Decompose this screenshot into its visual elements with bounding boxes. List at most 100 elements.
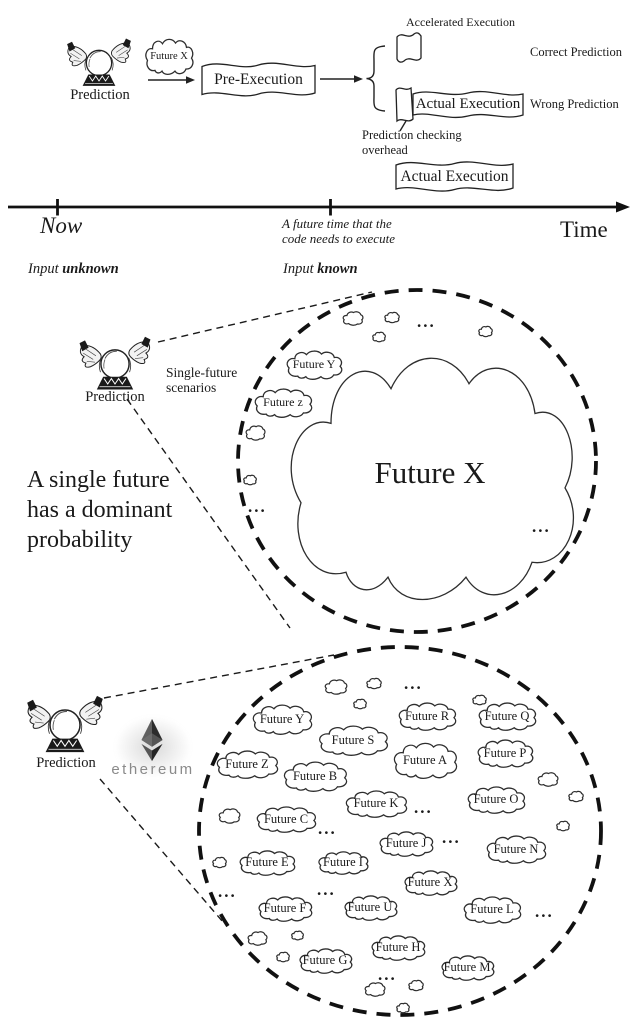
cloud-puff-icon [247, 930, 268, 947]
cloud-label: Future Y [292, 356, 336, 371]
pre-execution-label: Pre-Execution [214, 70, 303, 88]
input-known-label: Input known [283, 261, 358, 278]
actual-execution-label: Actual Execution [415, 95, 521, 112]
timeline-axis [8, 199, 630, 216]
cloud-label: Future P [483, 745, 527, 760]
cloud-label: Future Y [259, 711, 305, 726]
prediction-label: Prediction [70, 86, 130, 103]
future-cloud: Future G [298, 948, 353, 974]
accelerated-execution-strip [396, 32, 422, 63]
ellipsis-dots: ... [414, 798, 433, 817]
cloud-label: Future C [263, 811, 309, 826]
future-cloud: Future X [280, 349, 580, 597]
future-cloud: Future S [317, 725, 389, 756]
arrowhead-icon [354, 75, 363, 83]
future-cloud: Future X [144, 38, 194, 75]
arrowhead-icon [616, 201, 630, 213]
ellipsis-dots: ... [318, 819, 337, 838]
ellipsis-dots: ... [218, 882, 237, 901]
pre-execution-box [201, 62, 316, 97]
future-cloud: Future E [238, 850, 296, 876]
cone-line-upper [103, 654, 335, 699]
time-label: Time [560, 217, 608, 242]
cloud-label: Future S [331, 732, 375, 747]
input-word: Input [283, 261, 314, 277]
cloud-label: Future X [407, 874, 453, 889]
prediction-checking-line2: overhead [362, 143, 408, 157]
cloud-puff-icon [477, 325, 493, 338]
cloud-puff-icon [353, 697, 367, 710]
cloud-label: Future Z [225, 756, 269, 771]
cloud-puff-icon [211, 856, 227, 869]
top-flow-art [66, 32, 524, 192]
unknown-word: unknown [62, 261, 119, 277]
crystal-ball-icon [78, 335, 152, 391]
scenarios-line2: scenarios [166, 379, 217, 395]
wrong-prediction-label: Wrong Prediction [530, 97, 619, 111]
future-cloud: Future I [317, 851, 369, 875]
accelerated-execution-label: Accelerated Execution [406, 15, 515, 29]
cloud-puff-icon [218, 807, 241, 825]
future-cloud: Future H [370, 935, 426, 961]
input-unknown-label: Input unknown [28, 261, 119, 278]
cloud-puff-icon [408, 979, 424, 992]
cloud-label: Future F [263, 900, 307, 915]
future-time-label: A future time that the code needs to exe… [282, 216, 395, 246]
future-time-line2: code needs to execute [282, 230, 395, 246]
pointer-slash [399, 120, 407, 132]
cloud-puff-icon [243, 473, 257, 486]
future-cloud: Future P [476, 739, 534, 768]
ellipsis-dots: ... [442, 828, 461, 847]
cloud-puff-icon [342, 310, 364, 327]
future-time-line1: A future time that the [282, 216, 392, 231]
cone-line-upper [157, 291, 373, 343]
cloud-puff-icon [324, 678, 348, 696]
cloud-label: Future Q [484, 708, 530, 723]
crystal-ball-icon [66, 37, 132, 87]
future-cloud: Future Q [477, 702, 537, 731]
cloud-puff-icon [471, 693, 487, 706]
future-cloud: Future N [485, 835, 547, 864]
cloud-label: Future K [353, 795, 399, 810]
prediction-checking-label: Prediction checking overhead [362, 128, 462, 158]
future-cloud: Future F [257, 896, 313, 922]
prediction-label: Prediction [36, 754, 96, 771]
single-future-scenarios-label: Single-future scenarios [166, 365, 237, 395]
now-label: Now [40, 213, 83, 238]
future-cloud: Future Y [251, 704, 313, 735]
prediction-label: Prediction [85, 388, 145, 405]
caption-line2: has a dominant [27, 497, 173, 523]
middle-figure-art [78, 288, 598, 634]
cloud-puff-icon [290, 928, 304, 940]
cloud-label: Future B [292, 768, 338, 783]
ellipsis-dots: ... [532, 517, 551, 536]
future-cloud: Future U [343, 895, 398, 921]
ellipsis-dots: ... [378, 965, 397, 984]
single-future-circle [236, 288, 598, 634]
future-cloud: Future M [440, 955, 495, 981]
cloud-label: Future L [470, 901, 514, 916]
multi-future-circle [197, 645, 603, 1017]
cloud-puff-icon [396, 1001, 410, 1014]
branch-brace [366, 45, 386, 112]
cloud-label: Future E [245, 854, 289, 869]
caption-single-future: A single future has a dominant probabili… [27, 465, 172, 555]
actual-execution-box-2 [395, 161, 514, 192]
cloud-puff-icon [245, 424, 266, 442]
ethereum-logo-icon [141, 718, 163, 762]
prediction-check-strip [395, 86, 414, 123]
future-cloud: Future z [253, 388, 313, 418]
correct-prediction-label: Correct Prediction [530, 45, 622, 59]
future-cloud: Future L [462, 896, 522, 924]
ellipsis-dots: ... [317, 880, 336, 899]
future-cloud: Future R [397, 702, 457, 731]
caption-line1: A single future [27, 467, 170, 493]
caption-line3: probability [27, 527, 133, 553]
cloud-puff-icon [276, 950, 290, 963]
ellipsis-dots: ... [404, 674, 423, 693]
future-cloud: Future Y [285, 350, 343, 380]
cone-line-lower [126, 398, 291, 629]
cloud-puff-icon [537, 771, 559, 788]
cloud-label: Future G [302, 952, 348, 967]
